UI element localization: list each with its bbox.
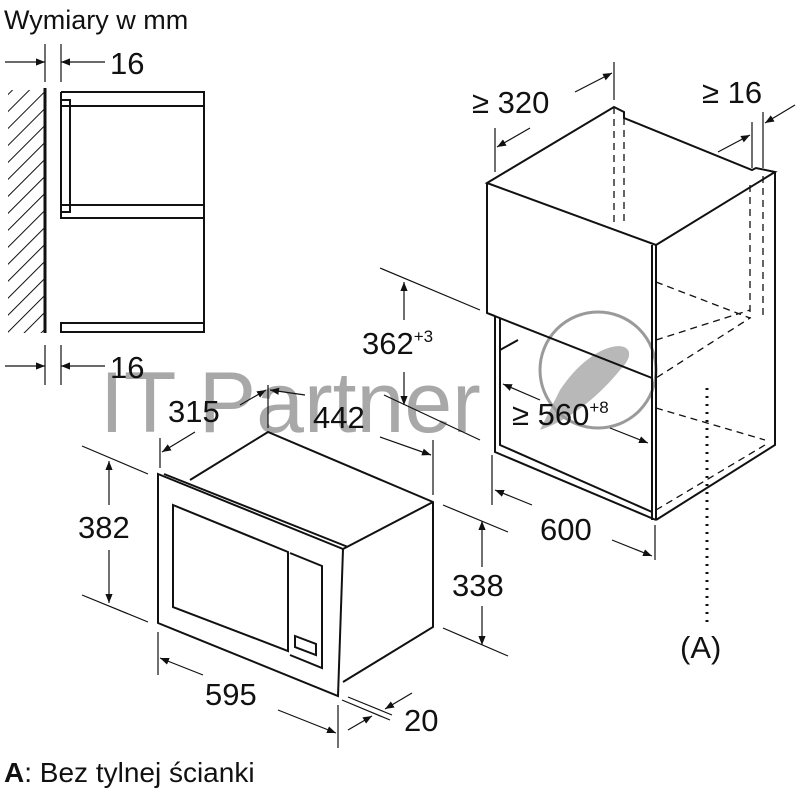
side-bottom-gap-label: 16	[110, 350, 144, 385]
diagram-title: Wymiary w mm	[4, 5, 188, 35]
microwave-drawing: 315 442 382 338 595 20	[78, 385, 509, 748]
microwave-frame-depth-label: 20	[404, 703, 438, 738]
side-top-gap-label: 16	[110, 46, 144, 81]
microwave-body-height-label: 338	[452, 568, 504, 603]
cabinet-drawing: (A) ≥ 320 ≥ 16 362+3 ≥ 560+8 600	[362, 62, 796, 665]
cabinet-side-thickness-label: ≥ 16	[702, 75, 762, 110]
footnote: A: Bez tylnej ścianki	[4, 757, 255, 788]
cabinet-depth-label: ≥ 320	[472, 85, 549, 120]
cabinet-outer-width-label: 600	[540, 512, 592, 547]
cabinet-height-label: 362+3	[362, 326, 433, 361]
microwave-front-height-label: 382	[78, 510, 130, 545]
watermark-text: IT Partner	[100, 355, 481, 451]
watermark: IT Partner	[100, 310, 658, 451]
marker-a-label: (A)	[680, 630, 721, 665]
microwave-depth-label: 315	[168, 394, 220, 429]
microwave-front-width-label: 595	[205, 677, 257, 712]
cabinet-opening-width-label: ≥ 560+8	[512, 397, 609, 432]
microwave-body-width-label: 442	[313, 400, 365, 435]
side-view: 16 16	[5, 44, 205, 385]
